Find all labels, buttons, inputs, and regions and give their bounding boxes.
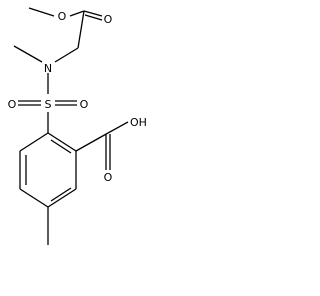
chemical-structure: O O N S O O OH O	[8, 7, 147, 245]
atom-label-methoxy-O: O	[58, 10, 67, 23]
bond-carbonylC-carbonylO-b	[84, 14, 103, 21]
atom-label-carboxyl-O: O	[104, 171, 113, 184]
atom-label-carboxyl-OH: OH	[130, 116, 147, 129]
ring-inner-3	[50, 139, 72, 154]
bond-methoxyO-carbonylC	[69, 10, 85, 17]
atom-label-carbonyl-O: O	[104, 13, 113, 26]
bond-carbonylC-CH2	[77, 10, 85, 49]
ring-inner-2	[50, 187, 72, 202]
atom-label-amine-N: N	[44, 62, 52, 75]
bond-ring-carboxylC	[75, 132, 109, 152]
ring-bond-6	[47, 132, 77, 152]
bond-carboxylC-OH	[107, 121, 129, 134]
bond-CH2-N	[54, 47, 79, 63]
ring-bond-3	[19, 188, 49, 208]
bond-carbonylC-carbonylO-a	[83, 10, 103, 17]
ring-bond-4	[47, 188, 77, 208]
atom-label-sulfonyl-O-right: O	[80, 98, 89, 111]
ring-bond-1	[19, 132, 49, 152]
bond-methyl-methoxyO	[28, 7, 55, 17]
bond-N-methyl	[13, 45, 43, 63]
atom-label-sulfonyl-O-left: O	[8, 98, 17, 111]
atom-label-sulfur: S	[45, 98, 52, 111]
